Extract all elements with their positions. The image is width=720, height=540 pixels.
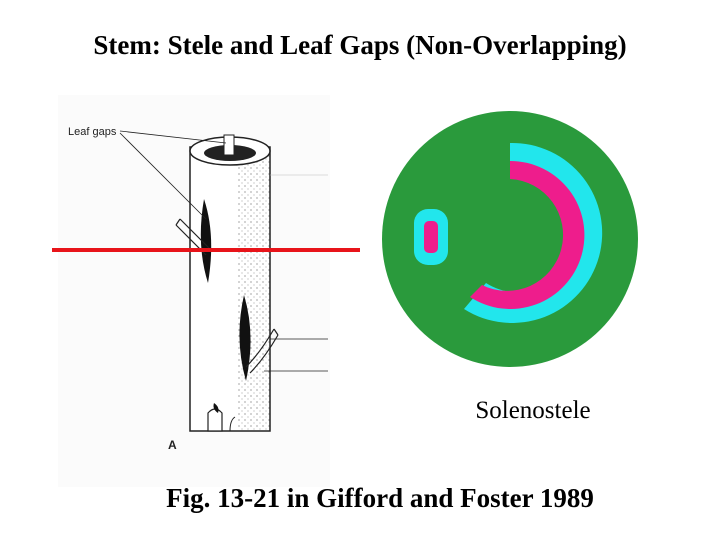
figure-caption: Fig. 13-21 in Gifford and Foster 1989 [166, 483, 594, 513]
leaf-gap-bottom [213, 403, 219, 413]
leaf-gaps-label: Leaf gaps [68, 126, 117, 138]
leaf-gap-lower [239, 295, 251, 381]
section-cut-line [52, 248, 360, 252]
leaf-gap-upper [200, 199, 212, 283]
stem-stele-figure: Leaf gaps A [58, 95, 330, 487]
stele-inner-band [470, 160, 585, 309]
solenostele-label: Solenostele [475, 397, 591, 424]
stem-cylinder [189, 134, 271, 432]
panel-letter: A [168, 438, 177, 452]
leaf-trace-inner [424, 221, 438, 253]
solenostele-cross-section [362, 93, 662, 385]
slide-title: Stem: Stele and Leaf Gaps (Non-Overlappi… [93, 30, 627, 60]
leaf-gaps-leaders [119, 130, 328, 372]
